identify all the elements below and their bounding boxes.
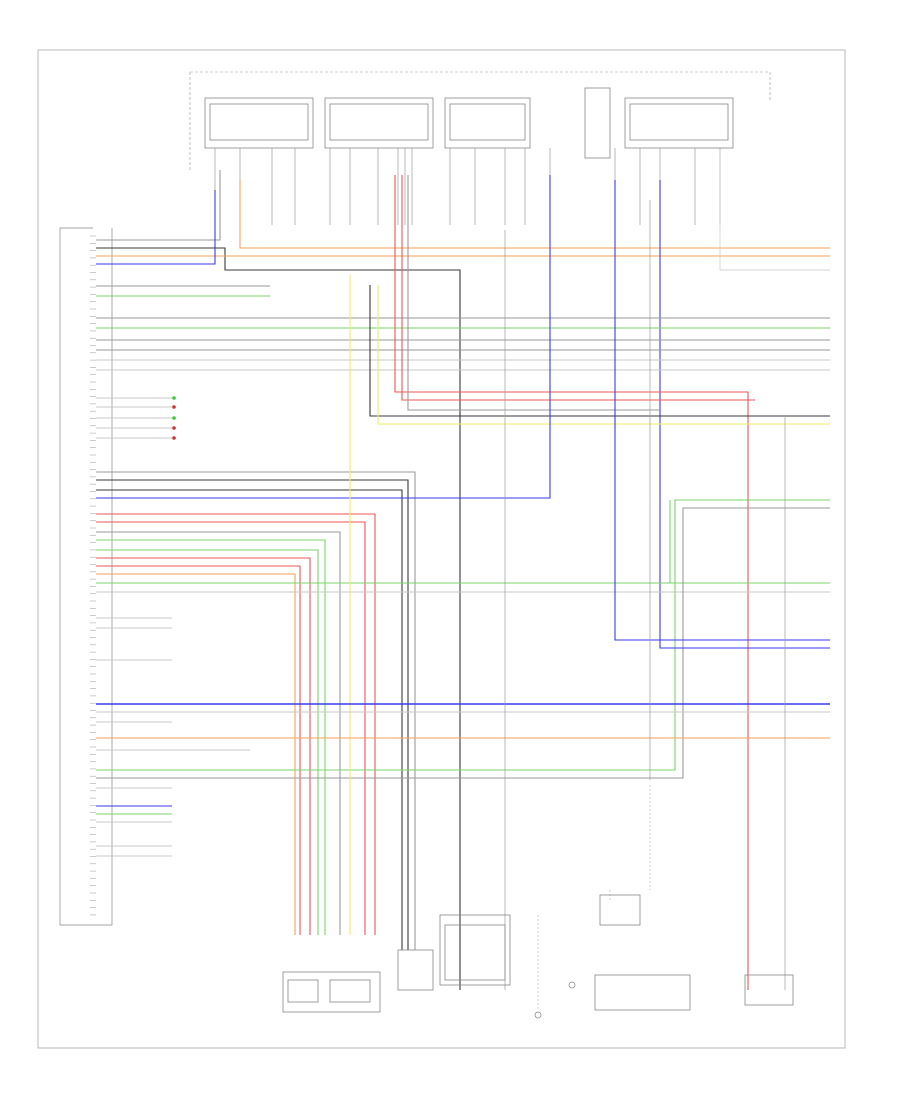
wire xyxy=(96,557,311,935)
wire xyxy=(614,180,830,641)
relay-3 xyxy=(444,97,531,149)
power-bus xyxy=(189,71,771,170)
wire-layer xyxy=(96,148,830,990)
wire xyxy=(96,489,403,950)
ecm-connector xyxy=(59,227,113,926)
relay-2 xyxy=(324,97,434,149)
transmission-sensor xyxy=(439,914,511,986)
connector-dot xyxy=(172,396,176,400)
dashed-wires xyxy=(537,785,651,1010)
fuel-sensor xyxy=(744,974,794,1006)
wire xyxy=(96,190,216,265)
connector-box xyxy=(599,894,641,926)
connector-dot xyxy=(172,436,176,440)
wire xyxy=(96,175,551,499)
ecm-pin-column xyxy=(90,235,96,916)
accelerator-pedal-sensor xyxy=(282,971,381,1013)
bottom-components xyxy=(282,894,794,1019)
ground-point-1 xyxy=(534,1011,542,1019)
connector-dot xyxy=(172,405,176,409)
wire xyxy=(377,285,830,425)
wire xyxy=(96,539,326,935)
wire xyxy=(96,549,319,935)
wire xyxy=(96,507,830,779)
wire xyxy=(239,180,830,249)
relay-4 xyxy=(624,97,734,149)
wire xyxy=(407,175,660,411)
wire xyxy=(96,573,296,935)
instrument-cluster xyxy=(594,974,691,1011)
wire xyxy=(96,531,341,935)
relay-group xyxy=(204,87,734,159)
connector-dot xyxy=(172,416,176,420)
wire xyxy=(96,471,416,950)
wire xyxy=(719,150,830,271)
fuse-box-top xyxy=(584,87,611,159)
wire xyxy=(96,479,409,950)
wire xyxy=(96,247,461,990)
wire xyxy=(96,513,376,935)
wire xyxy=(96,565,301,935)
wire xyxy=(394,175,749,990)
wire xyxy=(96,499,830,771)
relay-1 xyxy=(204,97,314,149)
wire xyxy=(96,521,366,935)
wire xyxy=(401,175,755,401)
wire xyxy=(659,640,830,649)
wire xyxy=(369,285,830,417)
wire xyxy=(96,170,221,241)
diagram-border xyxy=(37,49,846,1049)
ground-point-2 xyxy=(568,981,576,989)
brake-switch xyxy=(397,949,434,991)
connector-dot xyxy=(172,426,176,430)
